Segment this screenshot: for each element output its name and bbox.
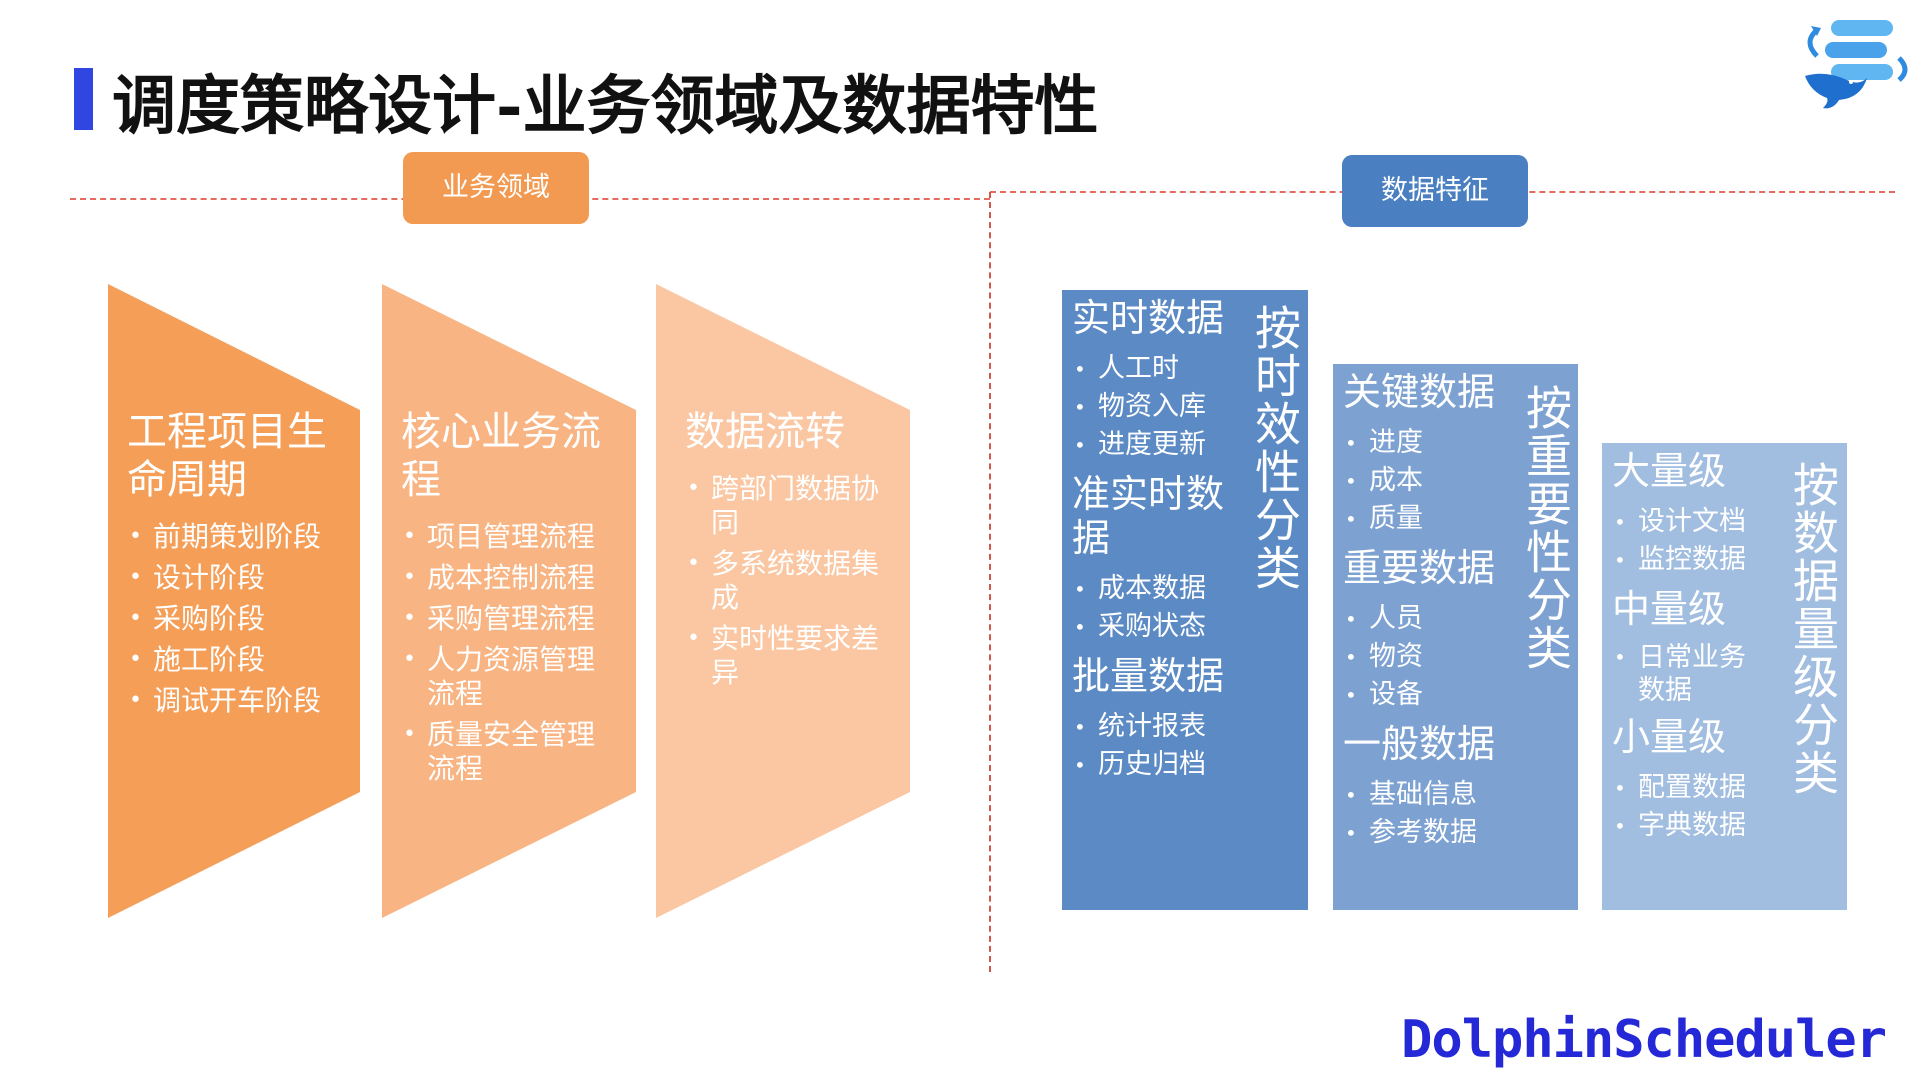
column-timeliness: 实时数据 人工时 物资入库 进度更新 准实时数据 成本数据 采购状态 批量数据 … xyxy=(1062,290,1308,910)
chevron-heading: 数据流转 xyxy=(685,409,845,455)
list-item: 成本控制流程 xyxy=(401,561,616,595)
list-item: 进度更新 xyxy=(1072,426,1237,464)
list-item: 设计文档 xyxy=(1612,503,1772,541)
list-item: 物资 xyxy=(1343,638,1508,676)
chevron-heading: 核心业务流程 xyxy=(401,409,601,503)
list-item: 质量安全管理流程 xyxy=(401,718,616,786)
chevron-heading: 工程项目生命周期 xyxy=(127,409,327,503)
list-item: 质量 xyxy=(1343,500,1508,538)
list-item: 基础信息 xyxy=(1343,776,1508,814)
list-item: 实时性要求差异 xyxy=(685,622,895,690)
data-features-label: 数据特征 xyxy=(1342,155,1528,227)
list-item: 物资入库 xyxy=(1072,388,1237,426)
group-heading: 重要数据 xyxy=(1343,546,1496,590)
list-item: 人力资源管理流程 xyxy=(401,643,616,711)
list-item: 日常业务数据 xyxy=(1612,641,1772,707)
chevron-core-process-content: 核心业务流程 项目管理流程 成本控制流程 采购管理流程 人力资源管理流程 质量安… xyxy=(401,408,616,793)
chevron-lifecycle-content: 工程项目生命周期 前期策划阶段 设计阶段 采购阶段 施工阶段 调试开车阶段 xyxy=(127,408,355,725)
group-heading: 中量级 xyxy=(1612,587,1727,631)
business-domain-label: 业务领域 xyxy=(403,152,589,224)
title-accent-bar xyxy=(74,68,93,130)
group-heading: 一般数据 xyxy=(1343,722,1496,766)
column-importance: 关键数据 进度 成本 质量 重要数据 人员 物资 设备 一般数据 基础信息 参考… xyxy=(1333,364,1578,910)
list-item: 配置数据 xyxy=(1612,769,1772,807)
list-item: 历史归档 xyxy=(1072,746,1237,784)
list-item: 统计报表 xyxy=(1072,708,1237,746)
brand-wordmark: DolphinScheduler xyxy=(1401,1010,1887,1070)
list-item: 调试开车阶段 xyxy=(127,684,355,718)
chevron-data-flow-content: 数据流转 跨部门数据协同 多系统数据集成 实时性要求差异 xyxy=(685,408,895,697)
group-heading: 小量级 xyxy=(1612,715,1727,759)
vertical-label: 按数据量级分类 xyxy=(1786,461,1840,797)
group-heading: 准实时数据 xyxy=(1072,472,1225,560)
list-item: 设计阶段 xyxy=(127,561,355,595)
group-heading: 实时数据 xyxy=(1072,296,1225,340)
list-item: 前期策划阶段 xyxy=(127,520,355,554)
vertical-label: 按时效性分类 xyxy=(1248,304,1302,592)
list-item: 采购状态 xyxy=(1072,608,1237,646)
list-item: 施工阶段 xyxy=(127,643,355,677)
list-item: 成本 xyxy=(1343,462,1508,500)
vertical-label: 按重要性分类 xyxy=(1519,384,1573,672)
dolphinscheduler-logo-icon xyxy=(1805,20,1908,109)
list-item: 进度 xyxy=(1343,424,1508,462)
list-item: 项目管理流程 xyxy=(401,520,616,554)
chevron-lifecycle xyxy=(108,284,360,918)
list-item: 设备 xyxy=(1343,676,1508,714)
list-item: 人工时 xyxy=(1072,350,1237,388)
column-volume: 大量级 设计文档 监控数据 中量级 日常业务数据 小量级 配置数据 字典数据 按… xyxy=(1602,443,1847,910)
group-heading: 大量级 xyxy=(1612,449,1727,493)
list-item: 采购管理流程 xyxy=(401,602,616,636)
page-title: 调度策略设计-业务领域及数据特性 xyxy=(112,69,1099,144)
list-item: 人员 xyxy=(1343,600,1508,638)
group-heading: 关键数据 xyxy=(1343,370,1496,414)
center-dashed-divider xyxy=(989,192,991,972)
list-item: 采购阶段 xyxy=(127,602,355,636)
list-item: 监控数据 xyxy=(1612,541,1772,579)
group-heading: 批量数据 xyxy=(1072,654,1225,698)
list-item: 字典数据 xyxy=(1612,807,1772,845)
list-item: 多系统数据集成 xyxy=(685,547,895,615)
list-item: 跨部门数据协同 xyxy=(685,472,895,540)
list-item: 成本数据 xyxy=(1072,570,1237,608)
list-item: 参考数据 xyxy=(1343,814,1508,852)
